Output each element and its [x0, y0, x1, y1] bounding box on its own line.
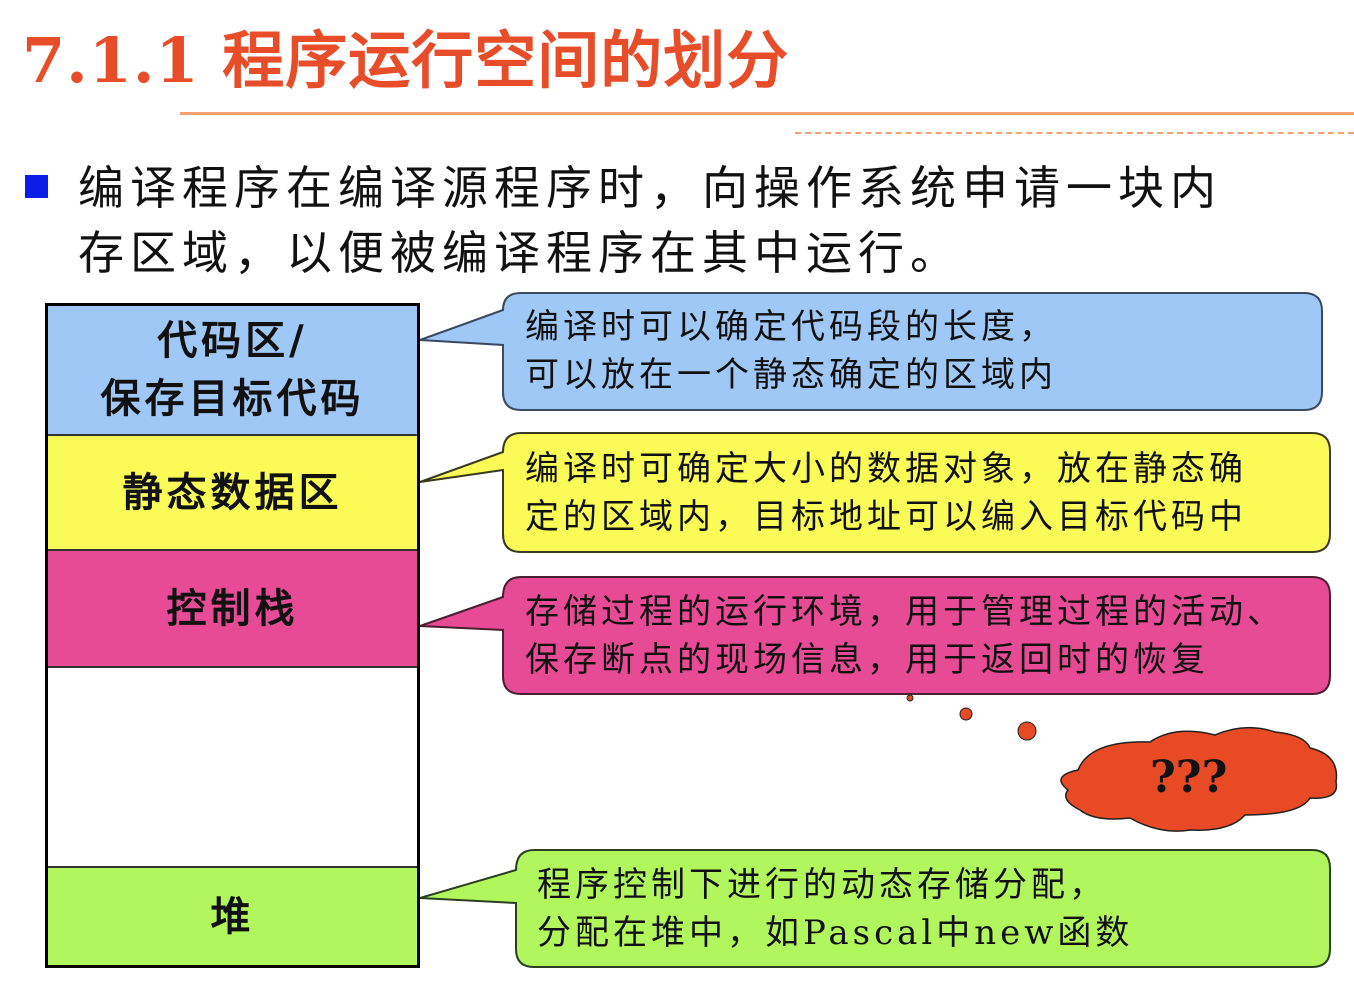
thought-bubble-dot — [959, 707, 973, 721]
title-dashed-line — [795, 132, 1354, 134]
callout-heap-line1: 程序控制下进行的动态存储分配， — [537, 865, 1107, 905]
title-underline — [180, 112, 1354, 115]
thought-bubble-dot — [906, 694, 914, 702]
heap-area: 堆 — [48, 868, 417, 965]
callout-heap-shape — [419, 849, 1331, 968]
memory-layout-stack: 代码区/ 保存目标代码 静态数据区 控制栈 堆 — [45, 303, 420, 968]
thought-cloud-shape — [1060, 726, 1338, 832]
control-stack-area: 控制栈 — [48, 551, 417, 668]
callout-static-line1: 编译时可确定大小的数据对象，放在静态确 — [525, 449, 1247, 489]
section-number: 7.1.1 — [22, 24, 200, 97]
thought-bubble-dot — [1017, 721, 1037, 741]
code-area: 代码区/ 保存目标代码 — [48, 306, 417, 436]
callout-heap-line2: 分配在堆中，如Pascal中new函数 — [537, 913, 1134, 953]
callout-static-shape — [419, 432, 1331, 553]
callout-control-line1: 存储过程的运行环境，用于管理过程的活动、 — [525, 592, 1285, 632]
title-text: 程序运行空间的划分 — [222, 24, 790, 97]
bullet-text-line1: 编译程序在编译源程序时，向操作系统申请一块内 — [78, 161, 1222, 215]
bullet-text-line2: 存区域，以便被编译程序在其中运行。 — [78, 226, 962, 280]
callout-control-line2: 保存断点的现场信息，用于返回时的恢复 — [525, 640, 1209, 680]
callout-code-line2: 可以放在一个静态确定的区域内 — [525, 355, 1057, 395]
free-area — [48, 668, 417, 868]
bullet-square-icon — [25, 175, 48, 198]
slide-title: 7.1.1 程序运行空间的划分 — [22, 10, 789, 100]
code-area-label-2: 保存目标代码 — [100, 375, 365, 422]
callout-code-line1: 编译时可以确定代码段的长度， — [525, 307, 1057, 347]
callout-code-shape — [419, 292, 1323, 411]
callout-control-shape — [419, 576, 1331, 695]
code-area-label-1: 代码区/ — [157, 317, 308, 364]
callout-static-line2: 定的区域内，目标地址可以编入目标代码中 — [525, 497, 1247, 537]
static-data-area: 静态数据区 — [48, 436, 417, 551]
thought-cloud-text: ??? — [1150, 752, 1228, 803]
